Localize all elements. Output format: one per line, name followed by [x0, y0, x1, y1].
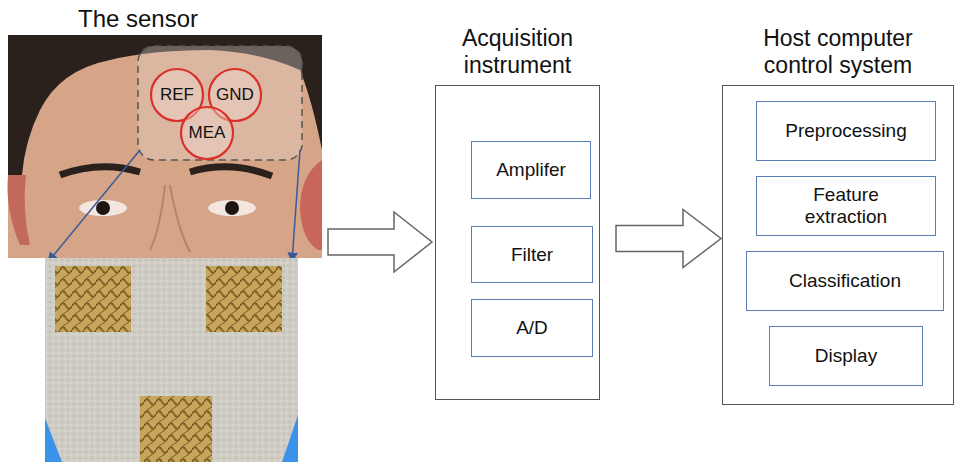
nose	[150, 185, 190, 252]
process-label: Feature extraction	[786, 184, 906, 228]
eye	[96, 201, 110, 215]
process-label: Classification	[789, 270, 901, 292]
process-label: Amplifer	[496, 159, 566, 181]
electrode-mesh	[55, 266, 131, 332]
sensor-patch	[45, 258, 298, 462]
system-box: Acquisition instrumentAmpliferFilterA/D	[435, 85, 600, 400]
electrode-label: REF	[160, 85, 194, 105]
flow-arrow	[616, 210, 721, 268]
electrode-circle: MEA	[180, 106, 234, 160]
eye	[225, 201, 239, 215]
box-heading: Host computer control system	[743, 25, 933, 78]
ear	[300, 160, 322, 250]
electrode-mesh	[206, 266, 282, 332]
box-heading: Acquisition instrument	[443, 25, 593, 78]
ear	[8, 175, 31, 245]
process-label: A/D	[516, 317, 548, 339]
system-box: Host computer control systemPreprocessin…	[722, 85, 954, 405]
leader-line	[292, 150, 300, 262]
process-label: Preprocessing	[785, 120, 906, 142]
hair	[8, 35, 322, 175]
face-photo	[8, 35, 322, 258]
eye	[208, 200, 256, 216]
process-box: Preprocessing	[756, 101, 936, 161]
eyebrow	[190, 167, 272, 176]
process-box: Display	[769, 326, 923, 386]
eye	[79, 200, 127, 216]
process-box: A/D	[471, 299, 593, 357]
process-box: Amplifer	[471, 141, 591, 199]
leader-line	[48, 150, 140, 262]
electrode-label: GND	[216, 85, 254, 105]
eyebrow	[60, 167, 140, 175]
process-box: Classification	[746, 251, 944, 311]
circle-outline	[181, 107, 233, 159]
electrode-label: MEA	[189, 123, 226, 143]
process-box: Feature extraction	[756, 176, 936, 236]
flow-arrow	[328, 212, 432, 272]
column-heading: The sensor	[78, 5, 198, 33]
sensor-photo-background	[45, 258, 298, 462]
process-box: Filter	[471, 226, 593, 283]
electrode-mesh	[140, 396, 212, 462]
sensor-outline	[138, 46, 302, 160]
process-label: Filter	[511, 244, 553, 266]
process-label: Display	[815, 345, 877, 367]
